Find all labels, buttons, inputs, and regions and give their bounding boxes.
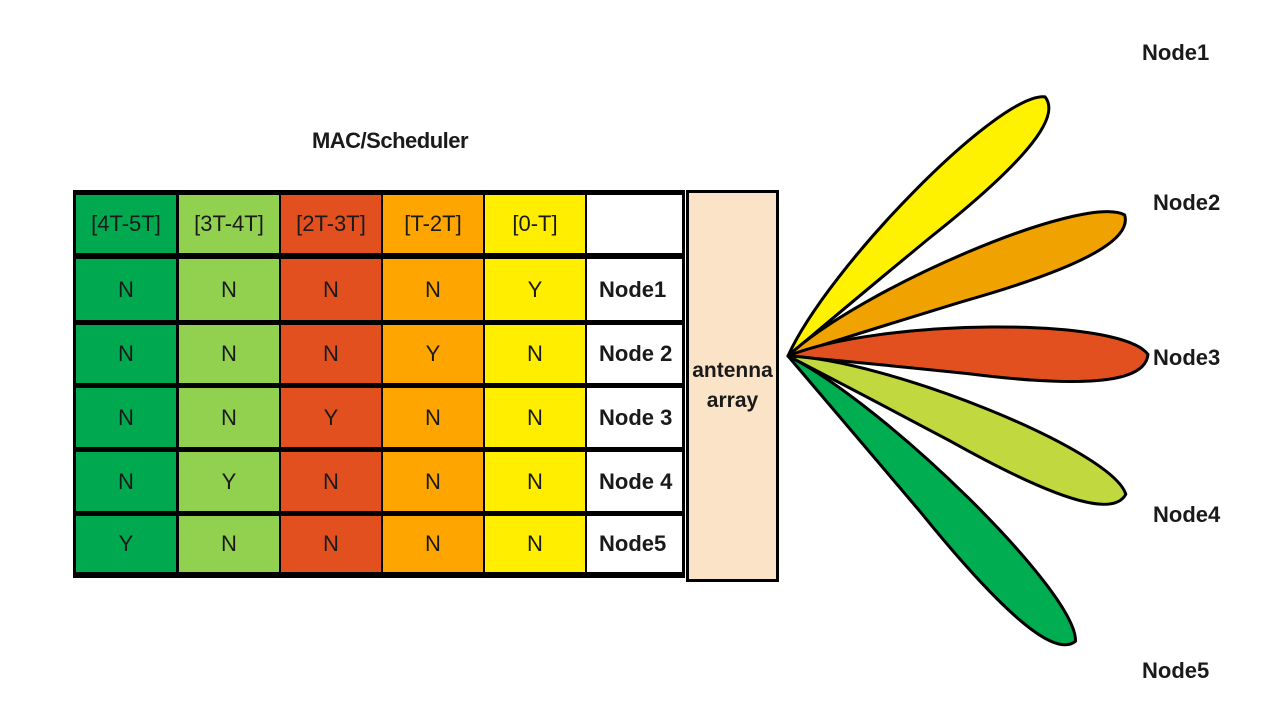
beam-2 (786, 210, 1127, 358)
beam-1 (786, 95, 1051, 358)
header-empty-cell (587, 195, 682, 253)
schedule-cell: N (485, 452, 585, 511)
schedule-cell: Y (281, 388, 381, 447)
row-node-label: Node 2 (587, 325, 682, 383)
beam-node-label: Node5 (1142, 658, 1210, 683)
schedule-cell: N (76, 388, 176, 447)
schedule-cell: N (383, 516, 483, 572)
schedule-cell: N (485, 325, 585, 383)
schedule-cell: N (179, 388, 279, 447)
row-node-label: Node 3 (587, 388, 682, 447)
time-slot-header: [3T-4T] (179, 195, 279, 253)
beam-3 (786, 325, 1150, 383)
row-node-label: Node1 (587, 259, 682, 320)
row-node-label: Node 4 (587, 452, 682, 511)
schedule-cell: N (281, 452, 381, 511)
time-slot-header: [0-T] (485, 195, 585, 253)
schedule-cell: N (383, 388, 483, 447)
antenna-label-line1: antenna (692, 358, 773, 382)
time-slot-header: [2T-3T] (281, 195, 381, 253)
beam-node-label: Node3 (1153, 345, 1221, 370)
time-slot-header: [T-2T] (383, 195, 483, 253)
schedule-cell: Y (179, 452, 279, 511)
beam-node-label: Node1 (1142, 40, 1210, 65)
schedule-cell: Y (76, 516, 176, 572)
schedule-cell: N (76, 259, 176, 320)
beam-5 (786, 354, 1077, 647)
row-node-label: Node5 (587, 516, 682, 572)
time-slot-header: [4T-5T] (76, 195, 176, 253)
schedule-cell: N (485, 516, 585, 572)
schedule-cell: N (179, 516, 279, 572)
antenna-array-box: antenna array (686, 190, 779, 582)
schedule-cell: N (383, 259, 483, 320)
beam-node-label: Node4 (1153, 502, 1221, 527)
schedule-cell: N (76, 325, 176, 383)
schedule-cell: N (281, 259, 381, 320)
schedule-cell: Y (485, 259, 585, 320)
beam-node-label: Node2 (1153, 190, 1221, 215)
schedule-cell: N (179, 325, 279, 383)
schedule-cell: N (179, 259, 279, 320)
schedule-cell: N (383, 452, 483, 511)
schedule-cell: Y (383, 325, 483, 383)
beam-4 (786, 354, 1128, 506)
schedule-cell: N (485, 388, 585, 447)
diagram-title: MAC/Scheduler (311, 128, 469, 153)
antenna-label-line2: array (706, 389, 759, 412)
schedule-cell: N (281, 325, 381, 383)
schedule-cell: N (281, 516, 381, 572)
schedule-cell: N (76, 452, 176, 511)
